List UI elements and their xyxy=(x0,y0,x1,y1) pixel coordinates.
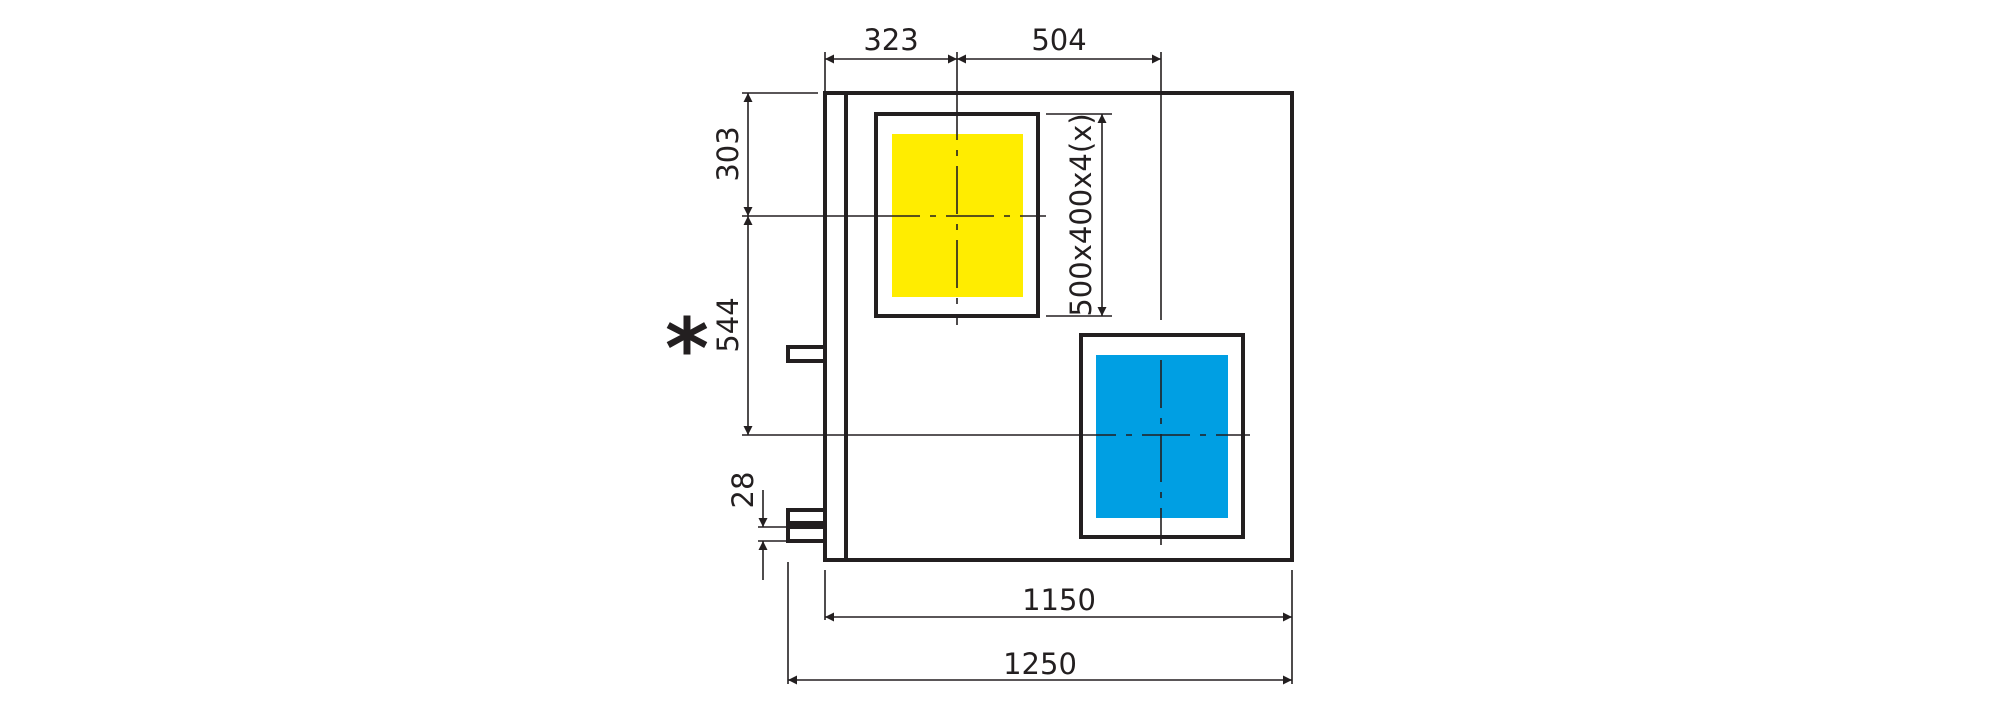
dimension-lines xyxy=(743,54,1292,685)
pipe-stub-lower-a xyxy=(786,508,825,525)
dim-label-opening-size: 500x400x4(x) xyxy=(1064,113,1098,316)
lower-opening xyxy=(1068,333,1250,545)
pipe-stub-upper xyxy=(786,345,825,363)
asterisk-marker: * xyxy=(665,300,709,398)
dim-label-top-left: 323 xyxy=(863,23,918,57)
lower-opening-frame xyxy=(1079,333,1245,539)
pipe-connections xyxy=(786,345,825,543)
dim-label-left-lower: 28 xyxy=(726,472,760,509)
pipe-stub-lower-b xyxy=(786,525,825,543)
dim-label-left-middle: 544 xyxy=(711,297,745,352)
dim-label-left-upper: 303 xyxy=(711,126,745,181)
dimension-labels: 323 504 303 544 28 500x400x4(x) 1150 125… xyxy=(665,23,1098,681)
unit-body xyxy=(823,91,1294,562)
dim-label-bottom-inner: 1150 xyxy=(1022,583,1096,617)
dim-label-top-right: 504 xyxy=(1031,23,1086,57)
upper-opening xyxy=(872,92,1046,325)
lower-opening-fill xyxy=(1096,355,1228,518)
unit-outline xyxy=(823,91,1294,562)
dim-label-bottom-outer: 1250 xyxy=(1003,647,1077,681)
